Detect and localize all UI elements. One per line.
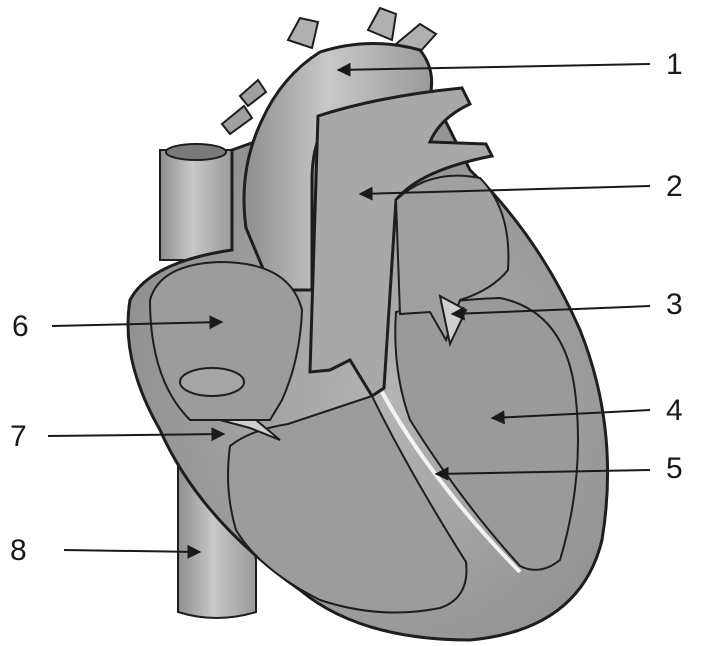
fossa-ovalis [180, 368, 244, 396]
label-7: 7 [10, 420, 27, 453]
label-3: 3 [666, 288, 683, 321]
label-2: 2 [666, 170, 683, 203]
right-atrium [150, 262, 302, 420]
label-8: 8 [10, 534, 27, 567]
label-6: 6 [12, 310, 29, 343]
label-1: 1 [666, 48, 683, 81]
superior-vena-cava [160, 144, 232, 260]
label-5: 5 [666, 452, 683, 485]
label-4: 4 [666, 394, 683, 427]
